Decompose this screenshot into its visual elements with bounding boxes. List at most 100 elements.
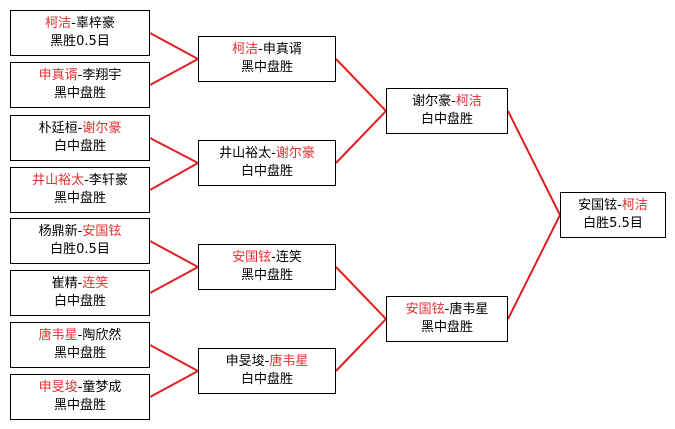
match-players: 柯洁-辜梓豪 [45,15,115,33]
match-result: 黑中盘胜 [53,346,106,361]
match-result: 白中盘胜 [240,372,293,387]
match-box: 井山裕太-李轩豪黑中盘胜 [10,167,150,213]
match-box: 朴廷桓-谢尔豪白中盘胜 [10,115,150,161]
name-separator: - [271,250,276,265]
player-two-name: 谢尔豪 [82,121,122,136]
name-separator: - [264,354,270,369]
player-one-name: 唐韦星 [38,328,78,343]
name-separator: - [444,302,450,317]
match-box: 井山裕太-谢尔豪白中盘胜 [198,140,336,186]
match-result: 黑中盘胜 [240,60,293,75]
match-result: 黑中盘胜 [53,86,106,101]
player-two-name: 安国铉 [82,224,122,239]
bracket-connector-line [149,370,199,398]
bracket-connector-line [149,137,199,164]
player-two-name: 辜梓豪 [75,16,115,31]
match-box: 申真谞-李翔宇黑中盘胜 [10,62,150,108]
name-separator: - [77,328,83,343]
match-players: 崔精-连笑 [52,275,109,293]
name-separator: - [77,380,83,395]
match-players: 安国铉-连笑 [232,249,302,267]
bracket-connector-line [335,266,387,320]
match-box: 杨鼎新-安国铉白胜0.5目 [10,218,150,264]
match-box: 唐韦星-陶欣然黑中盘胜 [10,322,150,368]
match-result: 黑中盘胜 [240,268,293,283]
player-one-name: 朴廷桓 [38,121,78,136]
player-two-name: 李轩豪 [88,173,128,188]
match-players: 井山裕太-李轩豪 [32,172,128,190]
player-one-name: 杨鼎新 [38,224,78,239]
player-two-name: 唐韦星 [269,354,309,369]
player-two-name: 唐韦星 [449,302,489,317]
match-result: 白胜0.5目 [50,242,110,257]
player-one-name: 井山裕太 [219,146,272,161]
player-two-name: 柯洁 [455,94,482,109]
match-result: 黑中盘胜 [53,398,106,413]
bracket-connector-line [335,110,387,164]
player-one-name: 崔精 [51,276,78,291]
name-separator: - [258,42,263,57]
match-players: 朴廷桓-谢尔豪 [39,120,122,138]
bracket-connector-line [149,266,199,294]
player-one-name: 申旻埈 [225,354,265,369]
match-players: 井山裕太-谢尔豪 [219,145,315,163]
player-one-name: 安国铉 [405,302,445,317]
bracket-connector-line [149,162,199,191]
player-one-name: 申真谞 [38,68,78,83]
match-box: 申旻埈-童梦成黑中盘胜 [10,374,150,420]
player-two-name: 柯洁 [621,198,648,213]
match-box: 安国铉-连笑黑中盘胜 [198,244,336,290]
player-two-name: 陶欣然 [82,328,122,343]
match-players: 杨鼎新-安国铉 [39,223,122,241]
player-one-name: 申旻埈 [38,380,78,395]
match-result: 白中盘胜 [420,112,473,127]
match-result: 黑中盘胜 [53,191,106,206]
player-one-name: 谢尔豪 [412,94,452,109]
bracket-connector-line [335,318,387,372]
player-two-name: 童梦成 [82,380,122,395]
name-separator: - [451,94,456,109]
match-box: 崔精-连笑白中盘胜 [10,270,150,316]
player-two-name: 李翔宇 [82,68,122,83]
match-result: 白胜5.5目 [583,216,643,231]
match-players: 安国铉-唐韦星 [406,301,489,319]
match-players: 柯洁-申真谞 [232,41,302,59]
bracket-connector-line [507,110,561,216]
name-separator: - [77,276,83,291]
name-separator: - [84,173,89,188]
bracket-connector-line [149,344,199,372]
bracket-connector-line [507,214,561,320]
name-separator: - [77,68,83,83]
match-box: 申旻埈-唐韦星白中盘胜 [198,348,336,394]
match-players: 申旻埈-童梦成 [39,379,122,397]
player-one-name: 柯洁 [45,16,72,31]
player-two-name: 连笑 [82,276,109,291]
match-players: 谢尔豪-柯洁 [412,93,482,111]
bracket-connector-line [149,58,199,86]
match-players: 唐韦星-陶欣然 [39,327,122,345]
name-separator: - [77,224,83,239]
match-box: 安国铉-柯洁白胜5.5目 [560,192,666,238]
match-players: 安国铉-柯洁 [578,197,648,215]
match-result: 白中盘胜 [53,139,106,154]
match-result: 黑中盘胜 [420,320,473,335]
match-box: 柯洁-辜梓豪黑胜0.5目 [10,10,150,56]
player-one-name: 安国铉 [578,198,618,213]
name-separator: - [77,121,83,136]
name-separator: - [617,198,622,213]
player-two-name: 连笑 [275,250,302,265]
name-separator: - [271,146,276,161]
bracket-connector-line [149,32,199,60]
match-result: 白中盘胜 [53,294,106,309]
bracket-connector-line [149,240,199,268]
player-two-name: 申真谞 [262,42,302,57]
match-box: 谢尔豪-柯洁白中盘胜 [386,88,508,134]
player-one-name: 井山裕太 [32,173,85,188]
match-players: 申真谞-李翔宇 [39,67,122,85]
player-one-name: 柯洁 [232,42,259,57]
match-result: 白中盘胜 [240,164,293,179]
player-one-name: 安国铉 [232,250,272,265]
match-box: 安国铉-唐韦星黑中盘胜 [386,296,508,342]
